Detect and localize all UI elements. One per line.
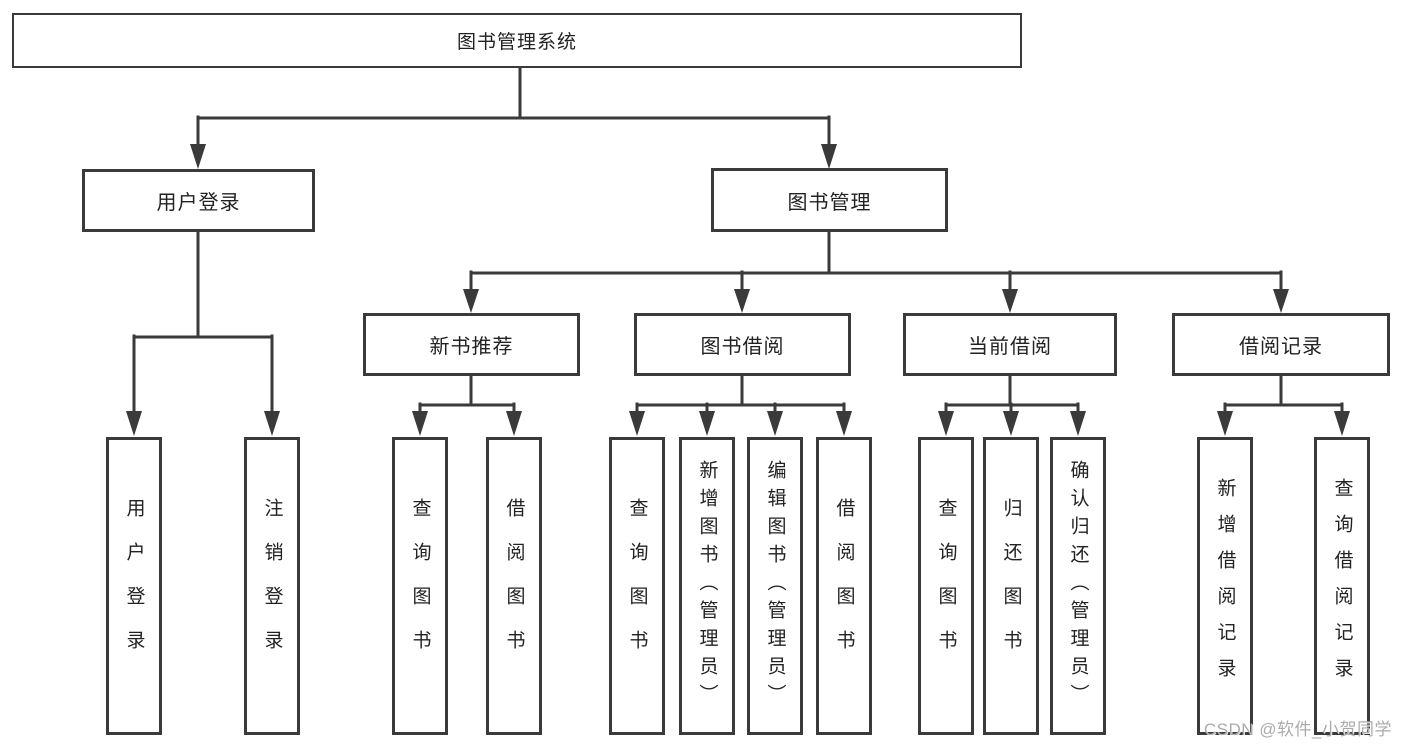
- leaf-current-query-books: 查询图书: [918, 437, 974, 735]
- connector-borrow-records: [1217, 374, 1350, 436]
- leaf-current-return-books: 归还图书: [983, 437, 1039, 735]
- node-system-title: 图书管理系统: [12, 13, 1022, 68]
- node-current-borrow: 当前借阅: [903, 313, 1117, 376]
- node-book-borrow: 图书借阅: [634, 313, 851, 376]
- connector-book-borrow: [629, 374, 852, 436]
- leaf-label: 新增图书（管理员）: [696, 460, 718, 712]
- node-new-book-recommend: 新书推荐: [363, 313, 580, 376]
- arrowhead-icon: [1273, 289, 1289, 313]
- node-label: 用户登录: [156, 192, 241, 214]
- csdn-watermark: CSDN @软件_小贺同学: [1203, 720, 1392, 739]
- node-label: 图书管理: [787, 191, 872, 214]
- connector-current-borrow: [938, 374, 1086, 436]
- leaf-label: 查询借阅记录: [1331, 478, 1353, 694]
- leaf-label: 注销登录: [261, 498, 283, 674]
- arrowhead-icon: [734, 289, 750, 313]
- leaf-borrow-borrow-books: 借阅图书: [816, 437, 872, 735]
- node-label: 借阅记录: [1239, 336, 1323, 358]
- connector-new-books: [412, 374, 522, 436]
- leaf-records-query-record: 查询借阅记录: [1314, 437, 1370, 735]
- leaf-label: 借阅图书: [833, 498, 855, 674]
- leaf-borrow-edit-books-admin: 编辑图书（管理员）: [747, 437, 803, 735]
- node-label: 图书管理系统: [456, 32, 577, 53]
- leaf-logout: 注销登录: [244, 437, 300, 735]
- leaf-label: 查询图书: [626, 498, 648, 674]
- arrowhead-icon: [821, 144, 837, 169]
- leaf-newbooks-borrow-books: 借阅图书: [486, 437, 542, 735]
- node-user-login: 用户登录: [82, 169, 315, 232]
- arrowhead-icon: [1003, 411, 1019, 436]
- arrowhead-icon: [190, 144, 206, 169]
- leaf-user-login: 用户登录: [106, 437, 162, 735]
- leaf-current-confirm-return-admin: 确认归还（管理员）: [1050, 437, 1106, 735]
- leaf-label: 编辑图书（管理员）: [764, 460, 786, 712]
- leaf-label: 确认归还（管理员）: [1067, 460, 1089, 712]
- arrowhead-icon: [1334, 411, 1350, 436]
- node-label: 当前借阅: [968, 336, 1052, 358]
- arrowhead-icon: [629, 411, 645, 436]
- arrowhead-icon: [699, 411, 715, 436]
- arrowhead-icon: [264, 411, 280, 436]
- node-label: 图书借阅: [700, 336, 785, 358]
- leaf-label: 用户登录: [123, 498, 145, 674]
- arrowhead-icon: [767, 411, 783, 436]
- arrowhead-icon: [126, 411, 142, 436]
- arrowhead-icon: [1217, 411, 1233, 436]
- leaf-label: 新增借阅记录: [1214, 478, 1236, 694]
- leaf-label: 借阅图书: [503, 498, 525, 674]
- arrowhead-icon: [836, 411, 852, 436]
- node-label: 新书推荐: [429, 336, 514, 358]
- leaf-borrow-query-books: 查询图书: [609, 437, 665, 735]
- leaf-label: 归还图书: [1000, 498, 1022, 674]
- arrowhead-icon: [463, 289, 479, 313]
- leaf-borrow-add-books-admin: 新增图书（管理员）: [679, 437, 735, 735]
- arrowhead-icon: [938, 411, 954, 436]
- leaf-label: 查询图书: [935, 498, 957, 674]
- arrowhead-icon: [1070, 411, 1086, 436]
- node-borrow-records: 借阅记录: [1172, 313, 1390, 376]
- connector-user-login: [126, 230, 280, 436]
- leaf-label: 查询图书: [409, 498, 431, 674]
- connector-root: [190, 66, 837, 169]
- leaf-newbooks-query-books: 查询图书: [392, 437, 448, 735]
- arrowhead-icon: [412, 411, 428, 436]
- arrowhead-icon: [506, 411, 522, 436]
- leaf-records-add-record: 新增借阅记录: [1197, 437, 1253, 735]
- connector-book-management: [463, 230, 1289, 313]
- node-book-management: 图书管理: [711, 168, 948, 232]
- arrowhead-icon: [1002, 289, 1018, 313]
